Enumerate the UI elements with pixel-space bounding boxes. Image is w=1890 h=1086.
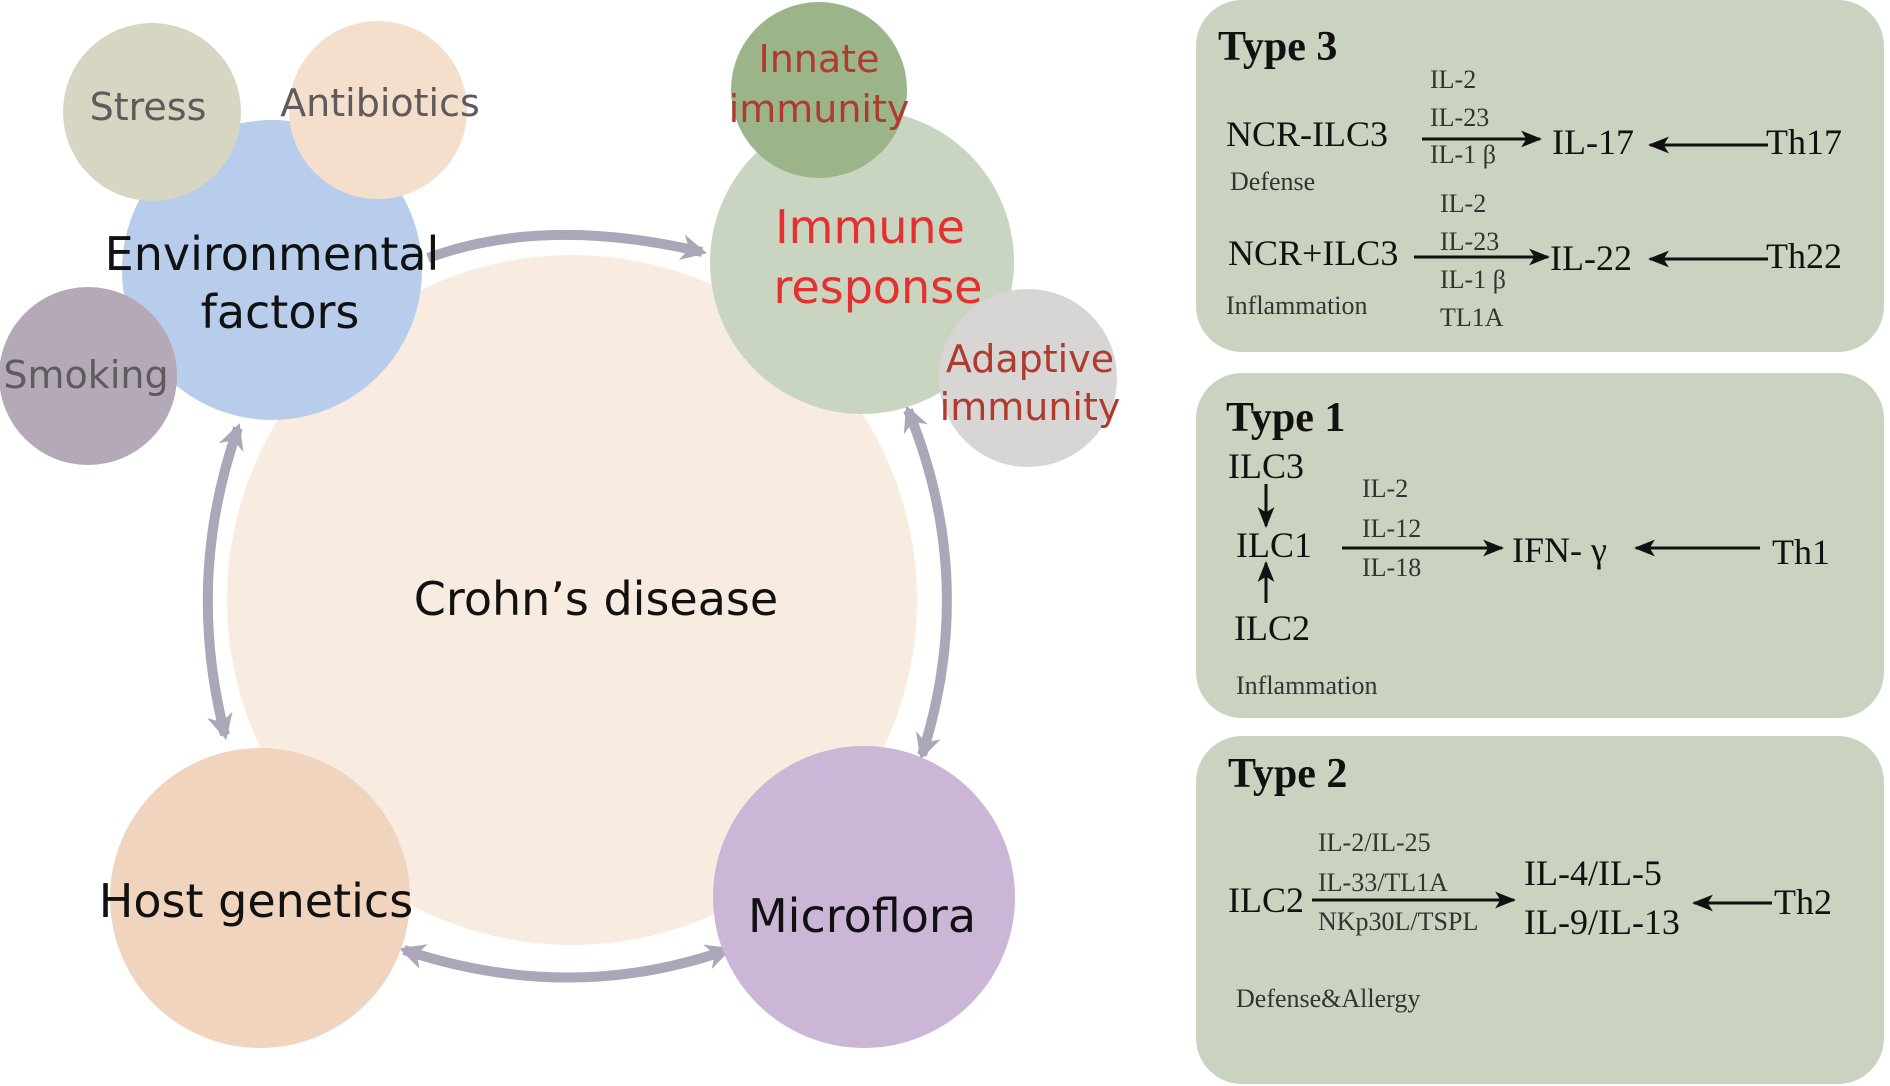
ilc1-label: ILC1 <box>1236 525 1312 565</box>
type3-row2-cytokine-2: IL-23 <box>1440 227 1499 256</box>
ncr-minus-ilc3-label: NCR-ILC3 <box>1226 114 1388 154</box>
innate-label: Innate <box>759 37 880 81</box>
host-genetics-circle <box>110 748 410 1048</box>
microflora-label: Microflora <box>748 889 976 943</box>
defense-label: Defense <box>1230 167 1315 196</box>
type3-row1-cytokine-2: IL-23 <box>1430 103 1489 132</box>
type2-cytokine-1: IL-2/IL-25 <box>1318 828 1431 857</box>
adaptive-immunity-circle <box>939 289 1117 467</box>
type3-row1-cytokine-3: IL-1 β <box>1430 140 1496 169</box>
type2-cytokine-2: IL-33/TL1A <box>1318 868 1448 897</box>
crohns-disease-circle <box>227 255 917 945</box>
innate-immunity-circle <box>731 2 907 178</box>
il9-il13-label: IL-9/IL-13 <box>1524 902 1680 942</box>
smoking-label: Smoking <box>3 353 168 397</box>
type3-row2-cytokine-3: IL-1 β <box>1440 265 1506 294</box>
immune-label: Immune <box>775 200 965 254</box>
immune-response-circle <box>710 110 1014 414</box>
stress-circle <box>63 23 241 201</box>
antibiotics-label: Antibiotics <box>280 81 480 125</box>
il4-il5-label: IL-4/IL-5 <box>1524 853 1662 893</box>
type3-row2-cytokine-4: TL1A <box>1440 303 1504 332</box>
host-genetics-label: Host genetics <box>99 874 413 928</box>
stress-label: Stress <box>90 85 207 129</box>
ifn-gamma-label: IFN- γ <box>1512 530 1607 570</box>
type1-cytokine-3: IL-18 <box>1362 553 1421 582</box>
type3-title: Type 3 <box>1218 24 1337 70</box>
ilc2-type2-label: ILC2 <box>1228 880 1304 920</box>
type2-cytokine-3: NKp30L/TSPL <box>1318 907 1478 936</box>
inflammation-type1-label: Inflammation <box>1236 671 1378 700</box>
inflammation-type3-label: Inflammation <box>1226 291 1368 320</box>
crohns-disease-label: Crohn’s disease <box>414 572 778 626</box>
th17-label: Th17 <box>1766 122 1842 162</box>
immunity-adaptive-label: immunity <box>940 385 1121 429</box>
response-label: response <box>774 260 983 314</box>
microflora-circle <box>713 746 1015 1048</box>
il22-label: IL-22 <box>1550 238 1632 278</box>
ncr-plus-ilc3-label: NCR+ILC3 <box>1228 233 1398 273</box>
type1-cytokine-2: IL-12 <box>1362 514 1421 543</box>
immunity-innate-label: immunity <box>729 87 910 131</box>
type3-row2-cytokine-1: IL-2 <box>1440 189 1486 218</box>
type1-title: Type 1 <box>1226 395 1345 441</box>
th1-label: Th1 <box>1772 532 1830 572</box>
environmental-factors-circle <box>122 120 422 420</box>
th2-label: Th2 <box>1774 882 1832 922</box>
arrow-env-host <box>202 423 244 741</box>
arrow-immune-microflora <box>903 405 952 760</box>
type3-row1-cytokine-1: IL-2 <box>1430 65 1476 94</box>
defense-allergy-label: Defense&Allergy <box>1236 984 1420 1013</box>
il17-label: IL-17 <box>1552 122 1634 162</box>
antibiotics-circle <box>289 21 467 199</box>
th22-label: Th22 <box>1766 236 1842 276</box>
type3-panel <box>1196 0 1884 352</box>
adaptive-label: Adaptive <box>946 337 1114 381</box>
smoking-circle <box>0 287 177 465</box>
type1-panel <box>1196 373 1884 718</box>
type2-title: Type 2 <box>1228 751 1347 797</box>
arrow-env-to-immune <box>426 229 708 263</box>
arrow-host-microflora <box>399 944 732 983</box>
environmental-label: Environmental <box>105 227 440 281</box>
ilc2-type1-label: ILC2 <box>1234 608 1310 648</box>
type1-cytokine-1: IL-2 <box>1362 474 1408 503</box>
factors-label: factors <box>201 285 360 339</box>
ilc3-label: ILC3 <box>1228 446 1304 486</box>
type2-panel <box>1196 736 1884 1084</box>
